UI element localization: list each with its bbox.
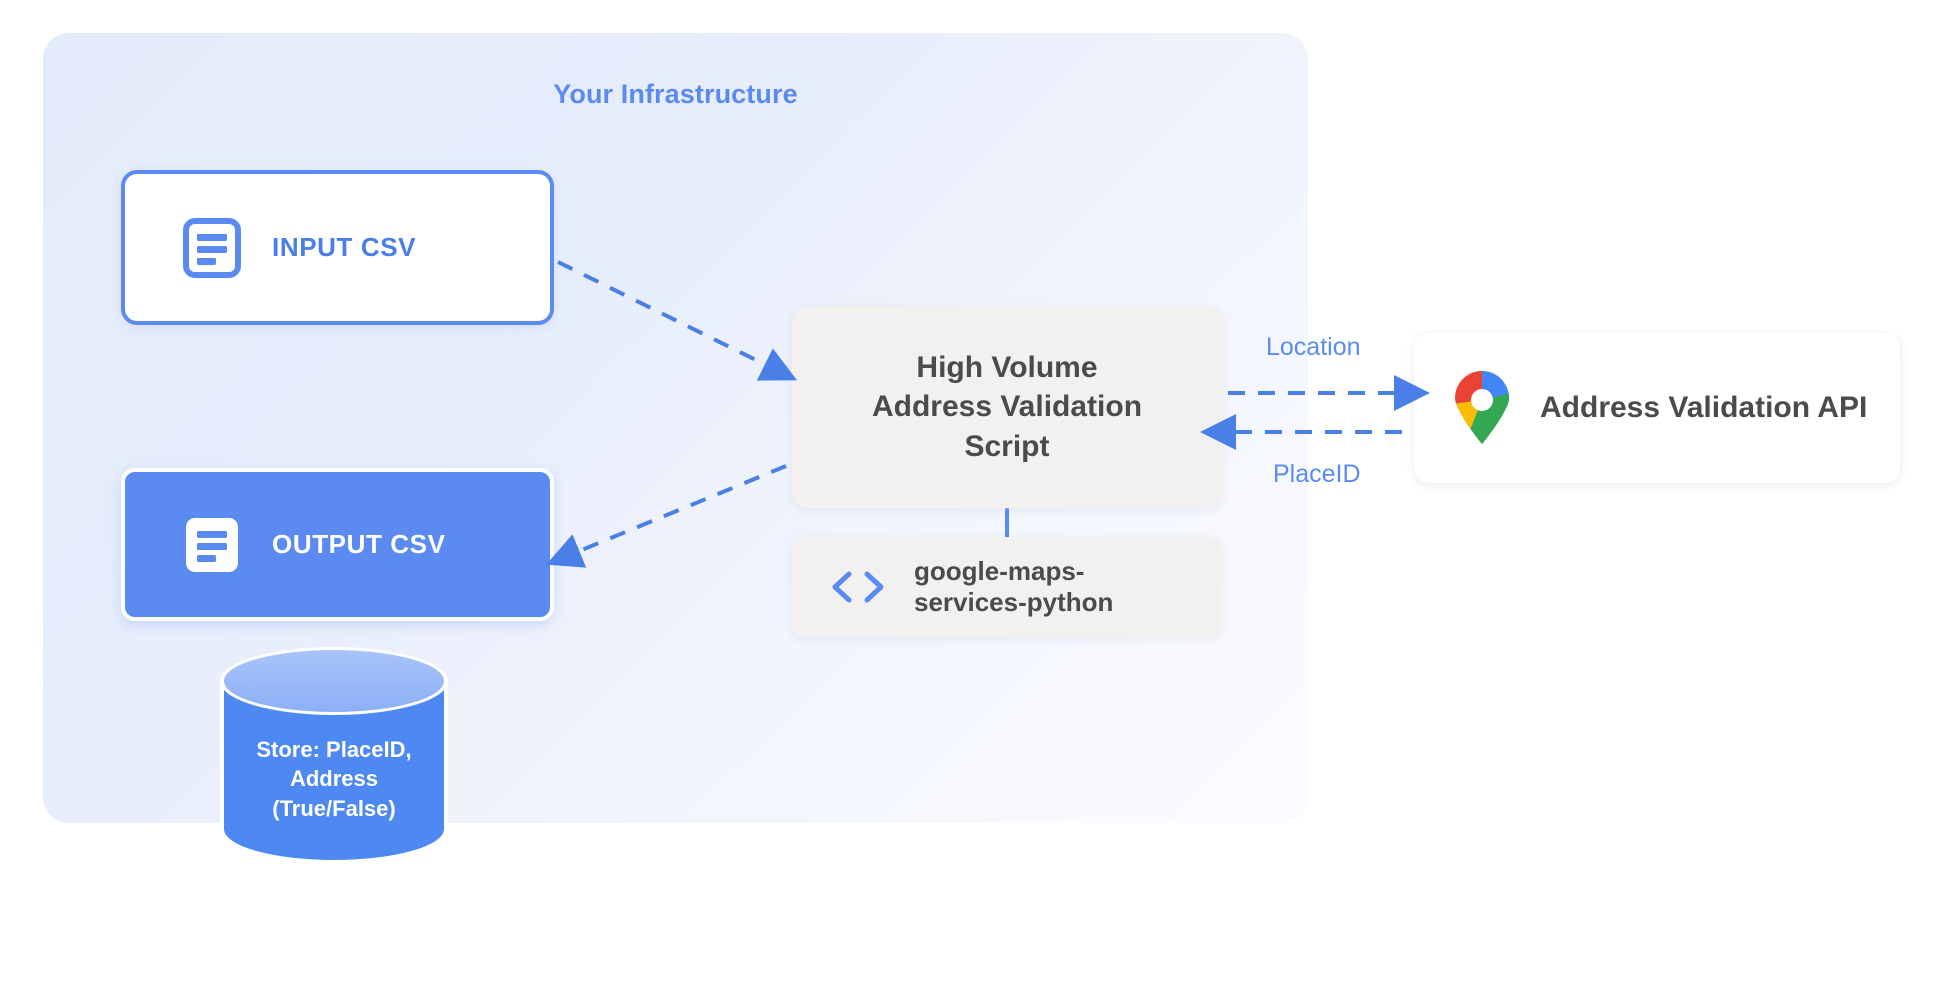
api-label: Address Validation API [1540,391,1868,424]
node-database[interactable]: Store: PlaceID, Address (True/False) [214,645,454,865]
database-cylinder-icon [220,647,448,863]
edge-label-location: Location [1266,333,1361,361]
script-title: High Volume Address Validation Script [872,348,1142,466]
database-text-line3: (True/False) [272,795,396,821]
node-validation-script[interactable]: High Volume Address Validation Script [792,306,1222,508]
document-icon [183,217,241,278]
database-text-line2: Address [289,766,379,792]
node-client-library[interactable]: google-maps- services-python [792,537,1222,637]
edge-label-placeid: PlaceID [1273,460,1361,488]
library-label-line2: services-python [914,587,1114,617]
code-brackets-icon [830,570,886,604]
document-icon [183,515,241,575]
node-input-csv[interactable]: INPUT CSV [121,170,554,325]
library-label: google-maps- services-python [914,556,1113,618]
script-title-line1: High Volume [916,351,1098,385]
output-csv-label: OUTPUT CSV [272,529,446,559]
input-csv-label: INPUT CSV [272,232,417,262]
library-label-line1: google-maps- [914,555,1085,586]
edge-script-to-library [1005,508,1009,542]
database-text: Store: PlaceID, Address (True/False) [214,735,454,823]
script-title-line3: Script [964,429,1050,463]
script-title-line2: Address Validation [871,390,1143,424]
node-output-csv[interactable]: OUTPUT CSV [121,468,554,621]
node-address-validation-api[interactable]: Address Validation API [1414,333,1900,483]
google-maps-pin-icon [1452,371,1512,445]
infrastructure-title: Your Infrastructure [553,79,798,109]
database-text-line1: Store: PlaceID, [256,737,412,762]
